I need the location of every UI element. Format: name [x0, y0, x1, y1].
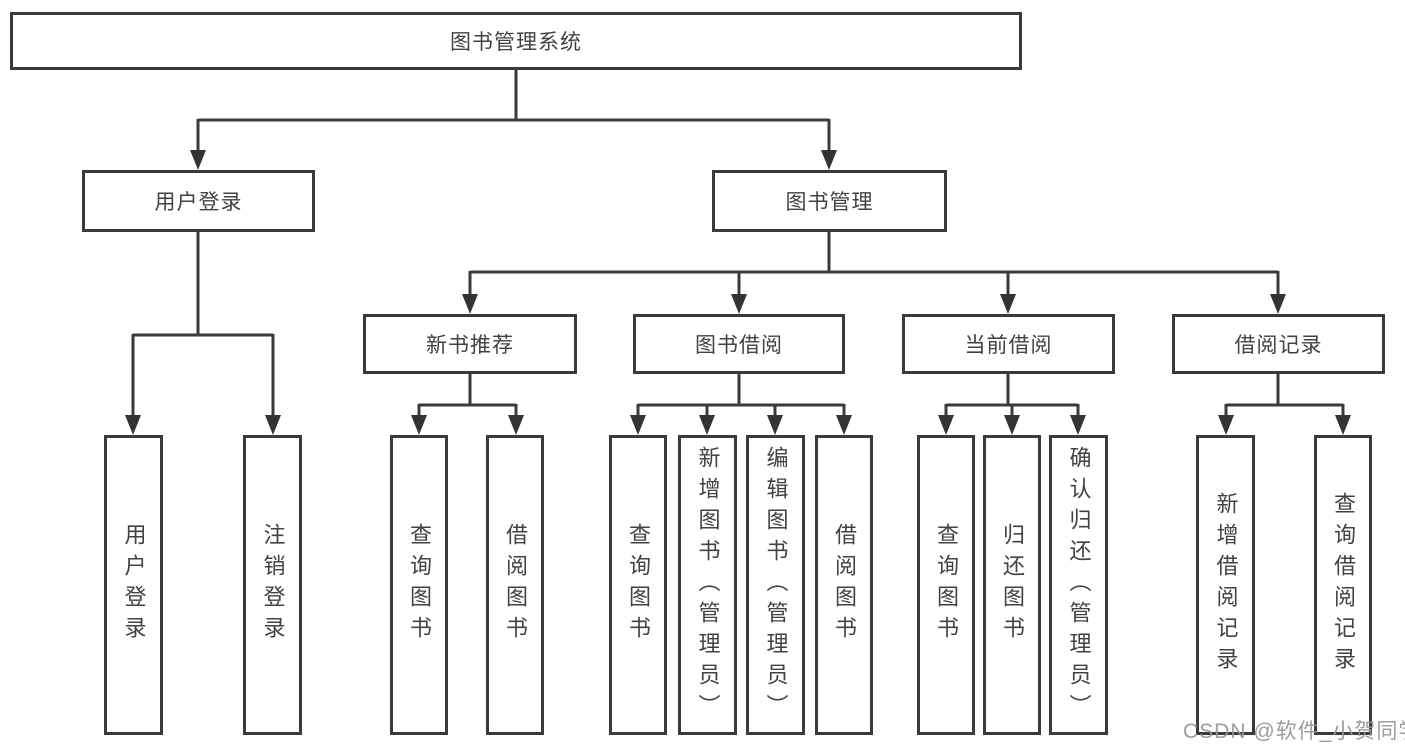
- node-book-borrowing: 图书借阅: [633, 314, 845, 374]
- node-borrowing-records: 借阅记录: [1172, 314, 1385, 374]
- node-label: 新增图书（管理员）: [695, 445, 721, 725]
- node-new-book-recommend: 新书推荐: [363, 314, 577, 374]
- node-leaf-query-books-current: 查询图书: [917, 435, 975, 735]
- node-leaf-edit-books-admin: 编辑图书（管理员）: [746, 435, 805, 735]
- node-label: 用户登录: [121, 523, 147, 647]
- node-label: 查询图书: [934, 523, 959, 647]
- node-label: 归还图书: [1000, 523, 1025, 647]
- node-label: 注销登录: [260, 523, 286, 647]
- node-label: 新书推荐: [426, 334, 514, 357]
- node-label: 借阅图书: [503, 523, 528, 647]
- node-label: 图书管理系统: [450, 31, 582, 54]
- node-label: 查询图书: [626, 523, 651, 647]
- node-leaf-user-login: 用户登录: [104, 435, 163, 735]
- node-leaf-return-books: 归还图书: [983, 435, 1041, 735]
- arrowheads: [125, 150, 1351, 435]
- node-label: 当前借阅: [964, 334, 1053, 357]
- node-label: 借阅图书: [832, 523, 857, 647]
- node-leaf-query-borrow-record: 查询借阅记录: [1314, 435, 1372, 735]
- node-label: 编辑图书（管理员）: [763, 445, 789, 725]
- node-current-borrowing: 当前借阅: [902, 314, 1115, 374]
- node-leaf-add-borrow-record: 新增借阅记录: [1196, 435, 1255, 735]
- node-book-management: 图书管理: [712, 170, 947, 232]
- node-leaf-borrow-books-borrowing: 借阅图书: [815, 435, 873, 735]
- node-label: 图书借阅: [695, 334, 783, 357]
- node-label: 用户登录: [154, 191, 243, 214]
- node-leaf-query-books-recommend: 查询图书: [390, 435, 448, 735]
- node-label: 查询借阅记录: [1331, 492, 1356, 678]
- node-leaf-confirm-return-admin: 确认归还（管理员）: [1049, 435, 1108, 735]
- csdn-watermark: CSDN @软件_小贺同学: [1183, 720, 1405, 743]
- node-root-library-system: 图书管理系统: [10, 12, 1022, 70]
- node-leaf-query-books-borrowing: 查询图书: [609, 435, 667, 735]
- node-label: 确认归还（管理员）: [1066, 445, 1092, 725]
- node-label: 新增借阅记录: [1213, 492, 1239, 678]
- node-leaf-borrow-books-recommend: 借阅图书: [486, 435, 544, 735]
- node-label: 图书管理: [785, 191, 874, 214]
- node-leaf-add-books-admin: 新增图书（管理员）: [678, 435, 737, 735]
- node-leaf-logout: 注销登录: [243, 435, 302, 735]
- node-label: 借阅记录: [1234, 334, 1323, 357]
- node-user-login: 用户登录: [82, 170, 315, 232]
- node-label: 查询图书: [407, 523, 432, 647]
